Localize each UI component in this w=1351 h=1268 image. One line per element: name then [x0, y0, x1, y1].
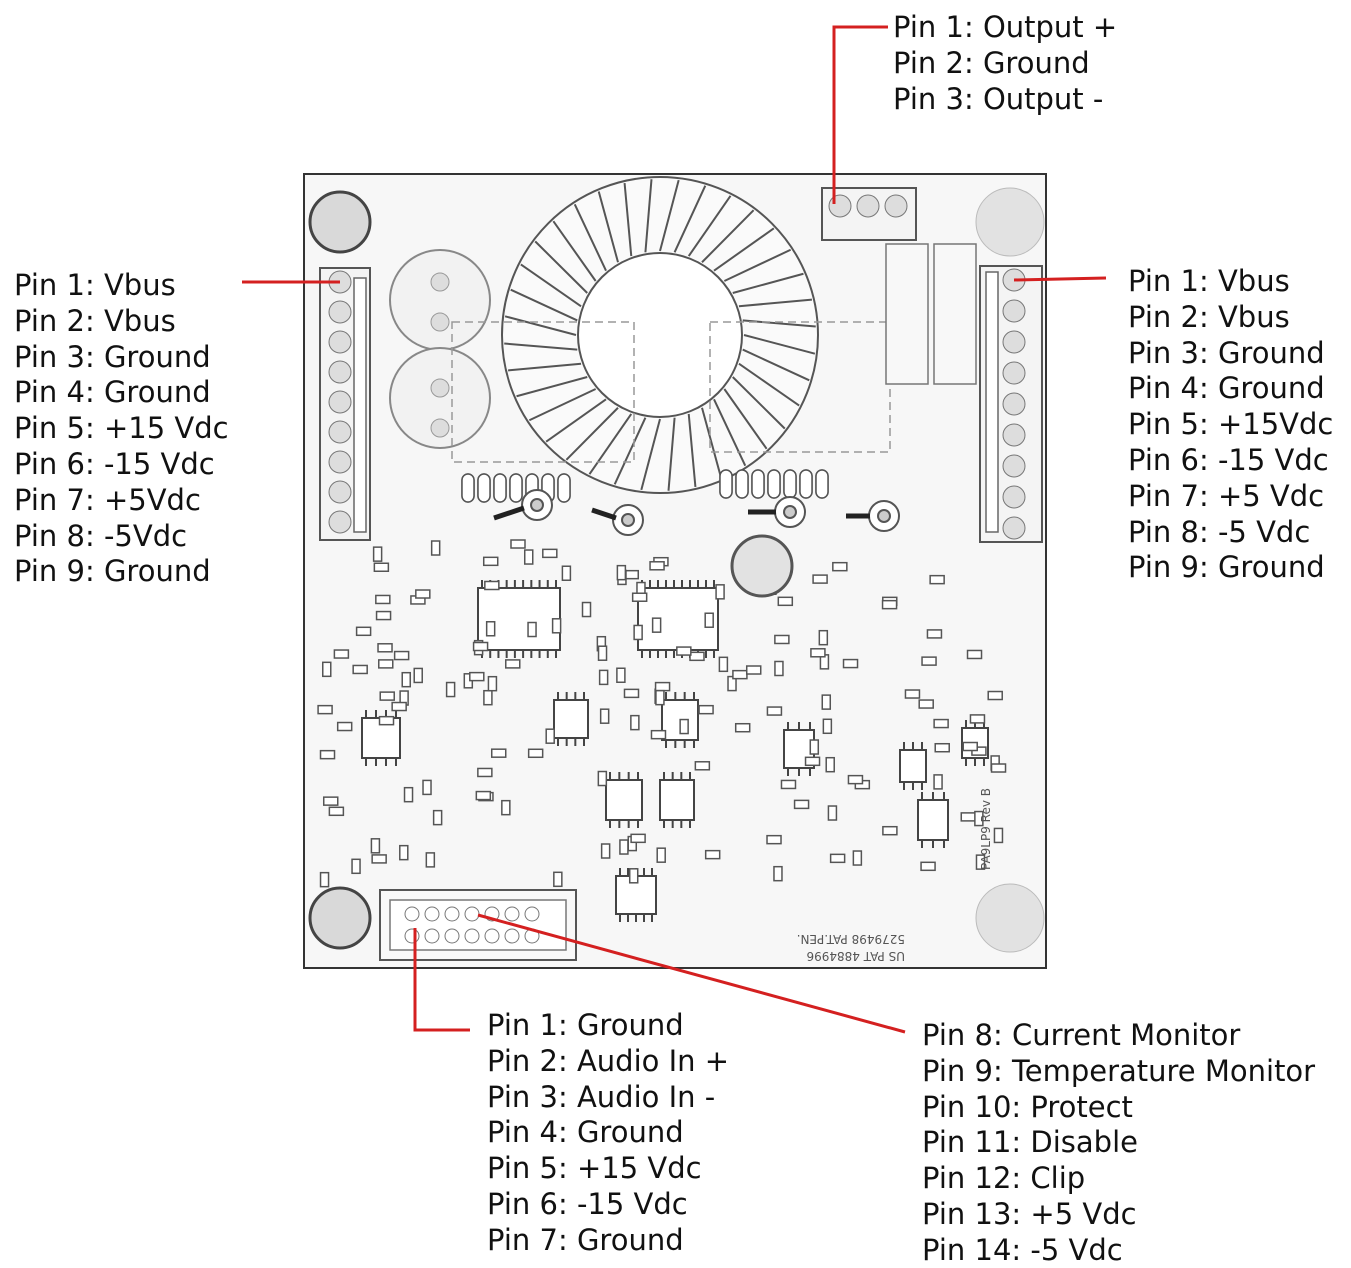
- pin-label: Pin 3: Ground: [1128, 335, 1325, 370]
- pin-label: Pin 7: +5Vdc: [14, 482, 201, 517]
- pin-label: Pin 5: +15Vdc: [1128, 407, 1334, 442]
- pin-label: Pin 2: Ground: [893, 45, 1090, 80]
- signal-pin-list-a: Pin 1: Ground Pin 2: Audio In + Pin 3: A…: [487, 1008, 729, 1259]
- pin-label: Pin 2: Audio In +: [487, 1043, 730, 1078]
- pin-label: Pin 14: -5 Vdc: [922, 1232, 1123, 1267]
- leader-right: [1013, 276, 1107, 282]
- pin-label: Pin 1: Output +: [893, 10, 1118, 44]
- left-connector: [319, 267, 371, 541]
- toroid-inductor: [501, 176, 819, 494]
- pin-label: Pin 10: Protect: [922, 1089, 1133, 1124]
- pin-label: Pin 2: Vbus: [1128, 299, 1290, 334]
- leader-signal-a: [413, 928, 470, 1032]
- pin-label: Pin 8: -5 Vdc: [1128, 514, 1311, 549]
- pin-label: Pin 1: Ground: [487, 1008, 684, 1042]
- patent-text-1: 5279498 PAT.PEN.: [797, 932, 905, 946]
- output-connector: [821, 187, 917, 241]
- pin-label: Pin 3: Audio In -: [487, 1079, 716, 1114]
- pin-label: Pin 5: +15 Vdc: [487, 1151, 702, 1186]
- signal-pin-list-b: Pin 8: Current Monitor Pin 9: Temperatur…: [922, 1018, 1315, 1268]
- pin-label: Pin 7: +5 Vdc: [1128, 478, 1325, 513]
- right-connector: [979, 265, 1043, 543]
- capacitor-bottom: [389, 347, 491, 449]
- pin-label: Pin 1: Vbus: [1128, 264, 1290, 298]
- right-pin-list: Pin 1: Vbus Pin 2: Vbus Pin 3: Ground Pi…: [1128, 264, 1333, 586]
- pin-label: Pin 4: Ground: [1128, 371, 1325, 406]
- pin-label: Pin 7: Ground: [487, 1222, 684, 1257]
- pin-label: Pin 13: +5 Vdc: [922, 1196, 1137, 1231]
- pin-label: Pin 4: Ground: [14, 375, 211, 410]
- left-pin-list: Pin 1: Vbus Pin 2: Vbus Pin 3: Ground Pi…: [14, 268, 229, 590]
- mounting-hole-top-left: [308, 190, 372, 254]
- pin-label: Pin 6: -15 Vdc: [14, 446, 215, 481]
- leader-output: [832, 25, 888, 204]
- pin-label: Pin 1: Vbus: [14, 268, 176, 302]
- patent-text-2: US PAT 4884996: [806, 949, 905, 963]
- board-part-text: PA9LP9 Rev B: [979, 788, 993, 870]
- pin-label: Pin 4: Ground: [487, 1115, 684, 1150]
- pin-label: Pin 3: Output -: [893, 81, 1104, 116]
- pin-label: Pin 9: Ground: [14, 554, 211, 589]
- pin-label: Pin 11: Disable: [922, 1125, 1138, 1160]
- pin-label: Pin 8: -5Vdc: [14, 518, 188, 553]
- pin-label: Pin 6: -15 Vdc: [487, 1186, 688, 1221]
- capacitor-top: [389, 249, 491, 351]
- pin-label: Pin 3: Ground: [14, 339, 211, 374]
- pin-label: Pin 6: -15 Vdc: [1128, 442, 1329, 477]
- pin-label: Pin 5: +15 Vdc: [14, 411, 229, 446]
- pin-label: Pin 8: Current Monitor: [922, 1018, 1241, 1052]
- pin-label: Pin 9: Temperature Monitor: [922, 1053, 1316, 1088]
- pin-label: Pin 9: Ground: [1128, 550, 1325, 585]
- mounting-hole-top-right: [975, 187, 1045, 257]
- pin-label: Pin 2: Vbus: [14, 303, 176, 338]
- pin-label: Pin 12: Clip: [922, 1161, 1086, 1196]
- mounting-hole-bottom-left: [308, 886, 372, 950]
- output-pin-list: Pin 1: Output + Pin 2: Ground Pin 3: Out…: [893, 10, 1117, 117]
- mounting-hole-bottom-right: [975, 883, 1045, 953]
- leader-signal-b: [477, 913, 906, 1034]
- signal-header: [379, 889, 577, 961]
